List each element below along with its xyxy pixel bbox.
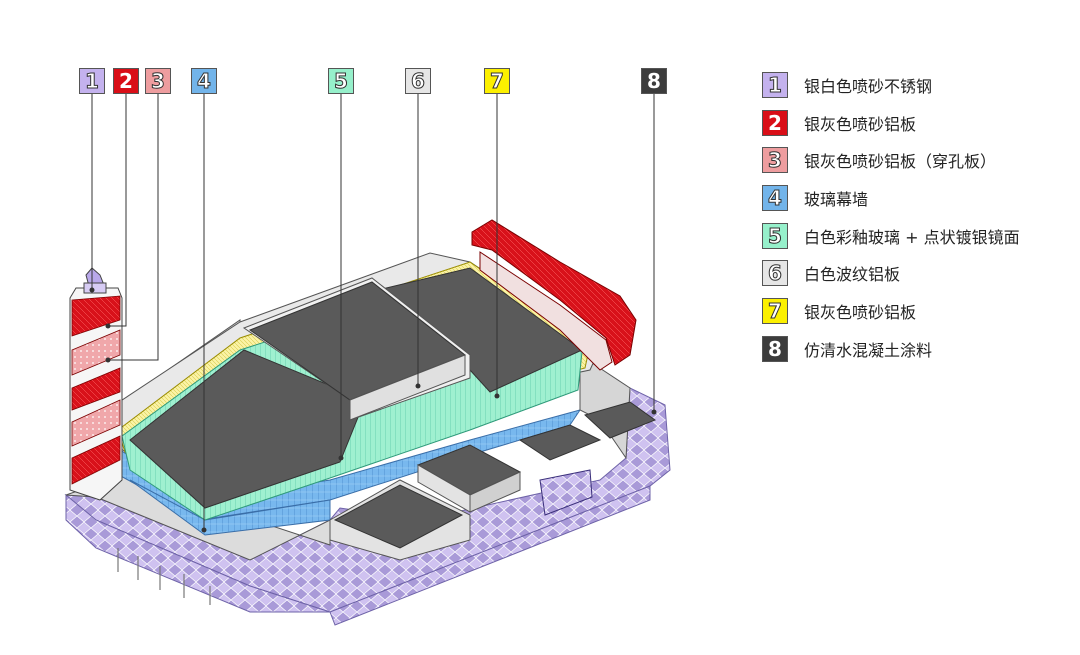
legend-label-4: 玻璃幕墙 [804,189,869,209]
callout-tag-3: 3 [145,68,171,94]
callout-tag-5: 5 [328,68,354,94]
legend-label-8: 仿清水混凝土涂料 [804,340,933,360]
legend-item-2: 2 银灰色喷砂铝板 [762,104,1020,142]
legend-item-1: 1 银白色喷砂不锈钢 [762,66,1020,104]
legend-swatch-3: 3 [762,147,788,174]
callout-tag-8: 8 [641,68,667,94]
legend-item-8: 8 仿清水混凝土涂料 [762,330,1020,368]
legend-item-4: 4 玻璃幕墙 [762,179,1020,217]
legend-item-3: 3 银灰色喷砂铝板（穿孔板） [762,141,1020,179]
material-legend: 1 银白色喷砂不锈钢 2 银灰色喷砂铝板 3 银灰色喷砂铝板（穿孔板） 4 玻璃… [762,66,1020,368]
legend-label-5: 白色彩釉玻璃 + 点状镀银镜面 [804,227,1020,247]
legend-swatch-1: 1 [762,71,788,98]
legend-item-7: 7 银灰色喷砂铝板 [762,292,1020,330]
legend-label-3: 银灰色喷砂铝板（穿孔板） [804,152,997,172]
callout-tag-2: 2 [113,68,139,94]
legend-swatch-2: 2 [762,109,788,136]
callout-tag-7: 7 [484,68,510,94]
legend-label-6: 白色波纹铝板 [804,265,901,285]
legend-label-7: 银灰色喷砂铝板 [804,302,917,322]
legend-label-2: 银灰色喷砂铝板 [804,114,917,134]
legend-item-5: 5 白色彩釉玻璃 + 点状镀银镜面 [762,217,1020,255]
legend-swatch-6: 6 [762,260,788,287]
legend-label-1: 银白色喷砂不锈钢 [804,76,933,96]
legend-swatch-5: 5 [762,222,788,249]
legend-swatch-8: 8 [762,335,788,362]
callout-tag-6: 6 [405,68,431,94]
legend-item-6: 6 白色波纹铝板 [762,254,1020,292]
callout-tag-4: 4 [191,68,217,94]
legend-swatch-4: 4 [762,184,788,211]
callout-tag-1: 1 [79,68,105,94]
legend-swatch-7: 7 [762,297,788,324]
